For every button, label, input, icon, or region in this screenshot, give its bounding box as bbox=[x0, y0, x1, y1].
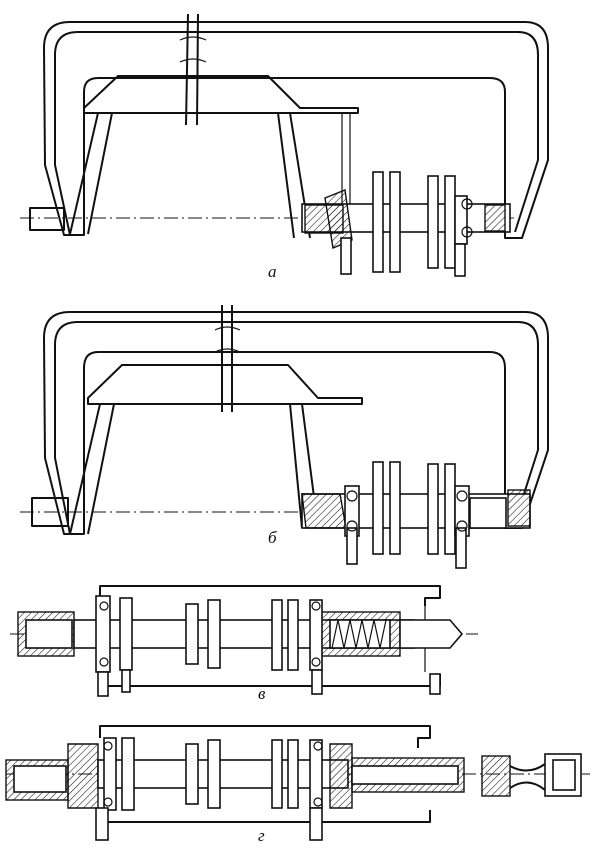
view-label-b: б bbox=[268, 528, 277, 547]
gears-a bbox=[340, 171, 468, 277]
view-label-a: а bbox=[268, 262, 277, 281]
view-a bbox=[20, 13, 549, 277]
twisted-workpiece-g bbox=[509, 763, 546, 791]
ram-table-a bbox=[83, 75, 359, 114]
ball-bearing-g bbox=[103, 741, 113, 751]
ball-bearing-b bbox=[346, 490, 358, 502]
view-label-v: в bbox=[258, 684, 266, 703]
press-frame-a bbox=[43, 21, 549, 239]
ball-bearing-v bbox=[99, 601, 109, 611]
gear-shaft-g bbox=[97, 759, 349, 789]
view-v bbox=[10, 585, 478, 697]
gears-g bbox=[95, 737, 323, 841]
compression-spring-v bbox=[331, 619, 387, 649]
gears-v bbox=[95, 595, 441, 697]
gears-b bbox=[344, 461, 470, 569]
view-b bbox=[20, 305, 549, 569]
ram-table-b bbox=[87, 364, 363, 405]
ball-bearing-a bbox=[461, 198, 473, 210]
die-block-g bbox=[481, 755, 511, 797]
view-label-g: г bbox=[258, 826, 265, 845]
view-g bbox=[5, 725, 590, 841]
